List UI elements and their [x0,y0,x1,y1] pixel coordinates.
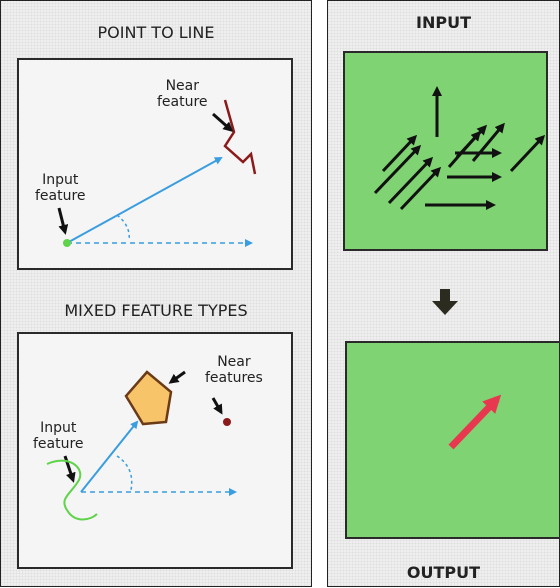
output-vector-panel [345,341,560,539]
down-arrow-icon [432,289,458,315]
near-point [223,418,231,426]
point-pointer-arrow [211,397,223,415]
input-pointer-arrow-2 [63,455,76,483]
input-vector [381,134,418,173]
near-features-line2: features [205,370,263,386]
near-polygon [124,370,173,426]
input-vectors-panel [343,51,548,251]
mixed-types-diagram: Near features Input feature [17,332,293,569]
output-title: OUTPUT [406,563,481,582]
distance-line-2 [80,420,139,493]
input-vector [471,122,505,162]
input-point [63,239,71,247]
input-feature-label: Input feature [35,172,86,204]
input-feature-label-2: Input feature [33,420,84,452]
near-feature-label: Near feature [157,78,208,110]
input-pointer-arrow [57,207,69,235]
distance-line [66,157,223,244]
input-vector [373,144,422,195]
angle-arc [116,214,130,242]
near-label-line1: Near [165,78,199,94]
input-label-line2: feature [35,188,86,204]
output-vector-graphics [448,394,502,450]
left-panel: POINT TO LINE Near feature Input feature [0,0,312,587]
input-vector [399,166,442,211]
mixed-feature-types-title: MIXED FEATURE TYPES [64,301,248,320]
angle-arc-2 [116,455,133,491]
near-line-feature [223,99,257,175]
near-features-label: Near features [205,354,263,386]
point-to-line-diagram: Near feature Input feature [17,58,293,270]
input2-label-line2: feature [33,436,84,452]
point-to-line-graphics [57,99,257,247]
input-label-line1: Input [42,172,79,188]
output-mean-vector [448,394,502,450]
input-vector [387,156,434,205]
polygon-pointer-arrow [168,370,186,384]
down-arrow-graphics [432,289,458,315]
point-to-line-title: POINT TO LINE [97,23,215,42]
input-vector [509,134,546,173]
near-label-line2: feature [157,94,208,110]
input2-label-line1: Input [40,420,77,436]
mixed-types-graphics [46,370,237,521]
right-panel: INPUT [327,0,560,587]
near-features-line1: Near [217,354,251,370]
input-vectors-graphics [373,86,546,211]
near-pointer-arrow [212,112,234,132]
input-title: INPUT [416,13,471,32]
input-line-feature [46,459,98,521]
